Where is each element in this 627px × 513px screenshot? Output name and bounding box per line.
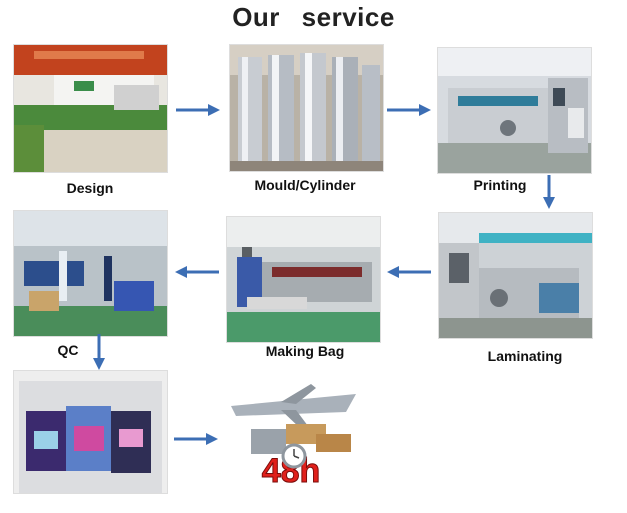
arrow-right-1 <box>176 103 220 117</box>
arrow-down-2 <box>92 334 106 370</box>
step-label-mould: Mould/Cylinder <box>254 177 356 193</box>
arrow-right-3 <box>174 432 218 446</box>
step-label-making-bag: Making Bag <box>265 343 345 359</box>
arrow-left-2 <box>387 265 431 279</box>
step-label-laminating: Laminating <box>487 348 563 364</box>
cylinder-rolls-photo <box>229 44 384 172</box>
page-title: Our service <box>232 2 395 32</box>
step-label-qc: QC <box>57 342 79 358</box>
bag-making-machine-photo <box>226 216 381 343</box>
delivery-illustration: 48h <box>226 384 361 489</box>
arrow-down-1 <box>542 175 556 209</box>
arrow-right-2 <box>387 103 431 117</box>
printing-machine-photo <box>437 47 592 174</box>
laminating-machine-photo <box>438 212 593 339</box>
arrow-left-1 <box>175 265 219 279</box>
step-label-printing: Printing <box>473 177 527 193</box>
airplane-icon <box>231 394 356 416</box>
step-label-design: Design <box>66 180 114 196</box>
qc-workshop-photo <box>13 210 168 337</box>
delivery-badge-text: 48h <box>262 452 321 489</box>
design-office-photo <box>13 44 168 173</box>
packed-bags-box-photo <box>13 370 168 494</box>
